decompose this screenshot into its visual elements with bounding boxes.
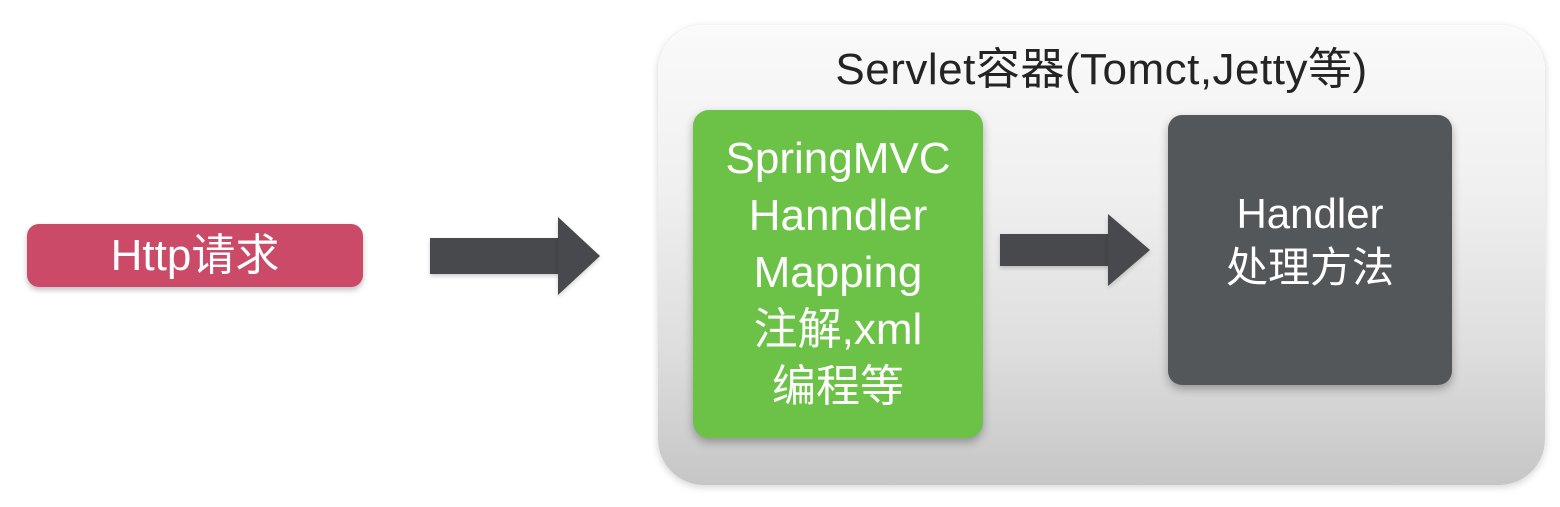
node-handler-mapping: SpringMVC Hanndler Mapping 注解,xml 编程等 bbox=[693, 110, 983, 438]
handler-mapping-line: 注解,xml bbox=[753, 305, 923, 354]
node-http-request: Http请求 bbox=[27, 224, 363, 287]
arrow-right-icon bbox=[430, 217, 600, 295]
handler-method-line: Handler bbox=[1236, 190, 1384, 237]
handler-mapping-line: 编程等 bbox=[772, 362, 904, 411]
handler-mapping-line: SpringMVC bbox=[725, 134, 951, 183]
arrow-head bbox=[558, 217, 600, 295]
handler-mapping-line: Hanndler bbox=[748, 191, 928, 240]
arrow-shaft bbox=[1000, 234, 1110, 266]
arrow-shaft bbox=[430, 238, 560, 274]
handler-method-line: 处理方法 bbox=[1225, 244, 1394, 291]
servlet-container-title: Servlet容器(Tomct,Jetty等) bbox=[835, 45, 1368, 94]
handler-mapping-line: Mapping bbox=[753, 248, 923, 297]
arrow-head bbox=[1108, 214, 1150, 286]
arrow-right-icon bbox=[1000, 214, 1150, 286]
node-handler-method: Handler 处理方法 bbox=[1168, 115, 1452, 385]
